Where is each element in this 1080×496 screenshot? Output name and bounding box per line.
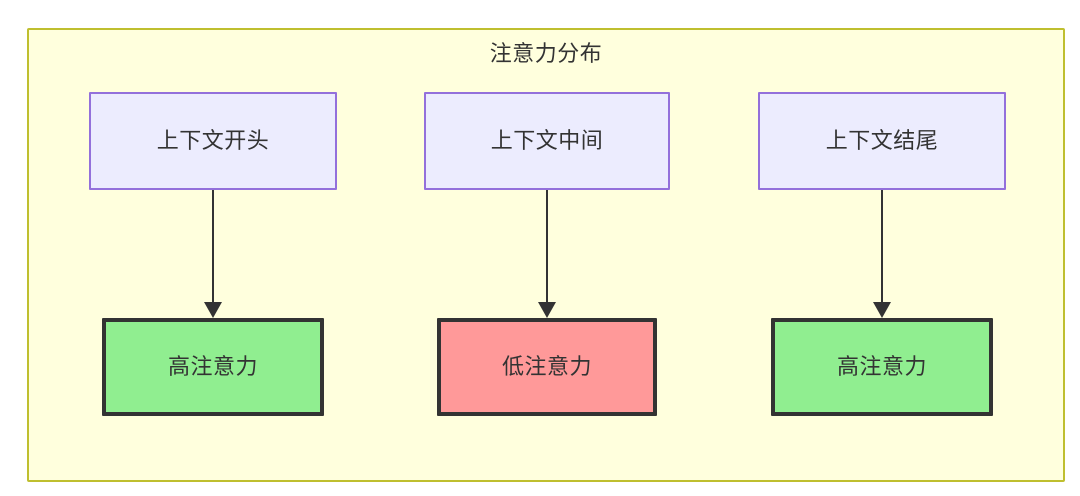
node-ctx-end[interactable]: 上下文结尾 — [758, 92, 1006, 190]
node-label: 低注意力 — [501, 353, 592, 379]
node-attn-low-middle[interactable]: 低注意力 — [437, 318, 657, 416]
subgraph-title: 注意力分布 — [489, 41, 603, 66]
node-label: 上下文中间 — [490, 127, 604, 153]
node-label: 高注意力 — [167, 353, 258, 379]
node-attn-high-right[interactable]: 高注意力 — [771, 318, 993, 416]
node-ctx-middle[interactable]: 上下文中间 — [424, 92, 670, 190]
node-label: 高注意力 — [836, 353, 927, 379]
node-label: 上下文开头 — [156, 127, 270, 153]
node-attn-high-left[interactable]: 高注意力 — [102, 318, 324, 416]
node-ctx-start[interactable]: 上下文开头 — [89, 92, 337, 190]
node-label: 上下文结尾 — [825, 127, 939, 153]
